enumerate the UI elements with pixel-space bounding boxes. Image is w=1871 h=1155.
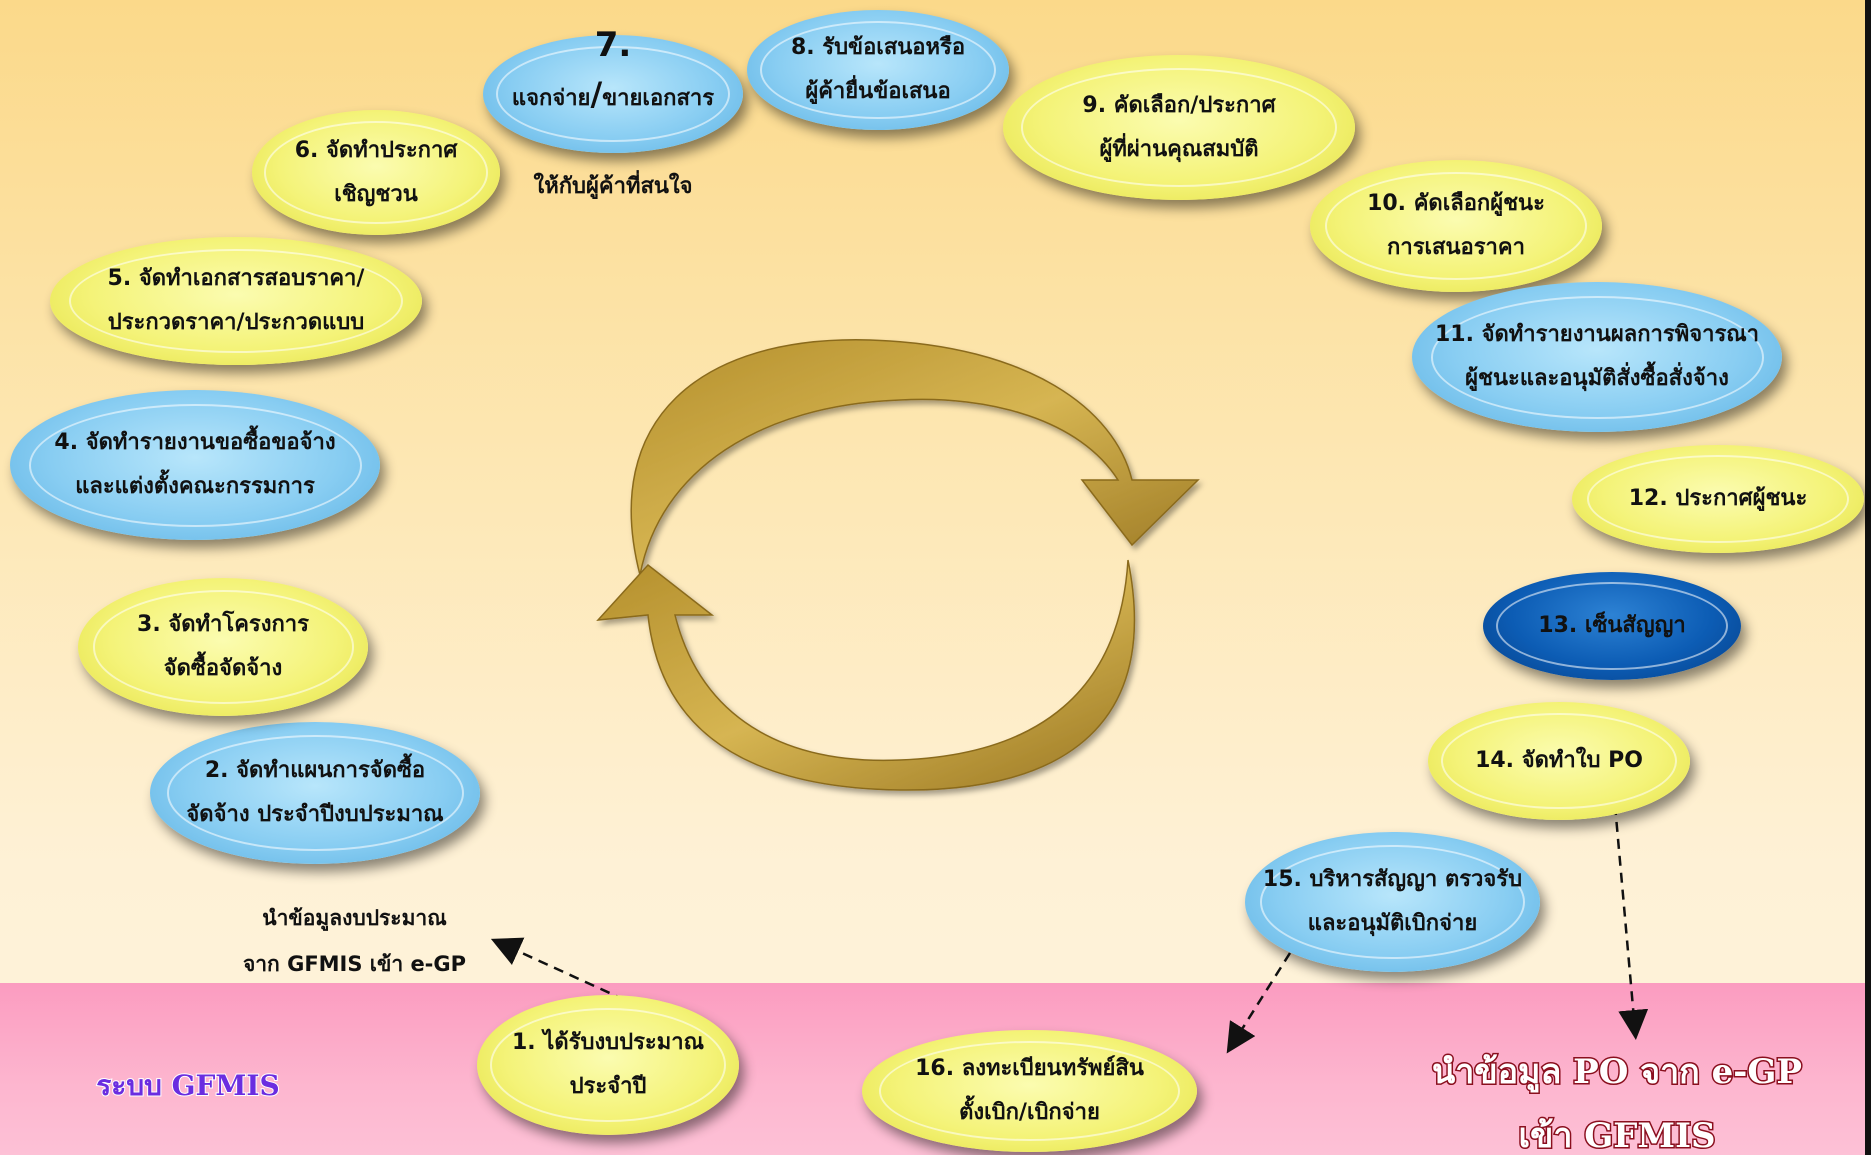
step-12-announce-winner: 12. ประกาศผู้ชนะ [1572, 445, 1864, 553]
step-5-label: 5. จัดทำเอกสารสอบราคา/ ประกวดราคา/ประกวด… [107, 266, 365, 335]
cycle-arrow-bottom [596, 559, 1136, 791]
step-1-label: 1. ได้รับงบประมาณ ประจำปี [511, 1030, 705, 1099]
arrow-step1-to-budget-note [490, 937, 626, 1002]
step-3-label: 3. จัดทำโครงการ จัดซื้อจัดจ้าง [137, 612, 309, 681]
step-4-purchase-request-report: 4. จัดทำรายงานขอซื้อขอจ้าง และแต่งตั้งคณ… [10, 390, 380, 540]
step-12-label: 12. ประกาศผู้ชนะ [1628, 486, 1808, 511]
step-16-asset-registration: 16. ลงทะเบียนทรัพย์สิน ตั้งเบิก/เบิกจ่าย [862, 1030, 1197, 1152]
step-4-label: 4. จัดทำรายงานขอซื้อขอจ้าง และแต่งตั้งคณ… [54, 430, 336, 499]
step-8-receive-proposals: 8. รับข้อเสนอหรือ ผู้ค้ายื่นข้อเสนอ [747, 10, 1009, 130]
step-8-label: 8. รับข้อเสนอหรือ ผู้ค้ายื่นข้อเสนอ [790, 35, 966, 104]
step-7-distribute-documents: 7. แจกจ่าย/ขายเอกสาร ให้กับผู้ค้าที่สนใจ [483, 25, 743, 199]
cycle-arrow-top [630, 339, 1200, 576]
step-1-receive-budget: 1. ได้รับงบประมาณ ประจำปี [477, 995, 739, 1135]
step-2-label: 2. จัดทำแผนการจัดซื้อ จัดจ้าง ประจำปีงบป… [186, 758, 444, 827]
arrow-step15-to-step16 [1226, 952, 1292, 1054]
step-14-create-po: 14. จัดทำใบ PO [1428, 702, 1690, 820]
step-6-invitation-announcement: 6. จัดทำประกาศ เชิญชวน [252, 110, 500, 235]
step-9-qualification-selection: 9. คัดเลือก/ประกาศ ผู้ที่ผ่านคุณสมบัติ [1003, 55, 1355, 200]
step-9-label: 9. คัดเลือก/ประกาศ ผู้ที่ผ่านคุณสมบัติ [1082, 92, 1276, 162]
step-13-sign-contract: 13. เซ็นสัญญา [1483, 572, 1741, 680]
step-16-label: 16. ลงทะเบียนทรัพย์สิน ตั้งเบิก/เบิกจ่าย [915, 1056, 1144, 1125]
step-15-label: 15. บริหารสัญญา ตรวจรับ และอนุมัติเบิกจ่… [1262, 867, 1523, 936]
step-2-procurement-plan: 2. จัดทำแผนการจัดซื้อ จัดจ้าง ประจำปีงบป… [150, 722, 480, 864]
step-7-text-block: 7. แจกจ่าย/ขายเอกสาร ให้กับผู้ค้าที่สนใจ [512, 0, 714, 209]
step-5-bidding-documents: 5. จัดทำเอกสารสอบราคา/ ประกวดราคา/ประกวด… [50, 237, 422, 365]
step-15-contract-management: 15. บริหารสัญญา ตรวจรับ และอนุมัติเบิกจ่… [1245, 832, 1540, 972]
step-7-slash: / [590, 75, 603, 113]
arrow-step14-to-po-export [1613, 804, 1649, 1040]
step-14-label: 14. จัดทำใบ PO [1475, 748, 1643, 773]
step-10-label: 10. คัดเลือกผู้ชนะ การเสนอราคา [1367, 191, 1545, 260]
step-7-line1a: แจกจ่าย [511, 86, 591, 111]
step-7-number: 7. [594, 25, 632, 65]
step-3-procurement-project: 3. จัดทำโครงการ จัดซื้อจัดจ้าง [78, 578, 368, 716]
step-7-line2: ให้กับผู้ค้าที่สนใจ [533, 174, 693, 199]
po-export-label: นำข้อมูล PO จาก e-GP เข้า GFMIS [1431, 1051, 1804, 1155]
step-6-label: 6. จัดทำประกาศ เชิญชวน [294, 137, 458, 207]
step-7-line1b: ขายเอกสาร [602, 86, 715, 111]
step-11-evaluation-report: 11. จัดทำรายงานผลการพิจารณา ผู้ชนะและอนุ… [1412, 282, 1782, 432]
right-edge-border [1865, 0, 1871, 1155]
gfmis-system-label: ระบบ GFMIS [95, 1068, 280, 1103]
step-11-label: 11. จัดทำรายงานผลการพิจารณา ผู้ชนะและอนุ… [1434, 322, 1760, 391]
step-13-label: 13. เซ็นสัญญา [1538, 613, 1686, 638]
budget-import-note: นำข้อมูลงบประมาณ จาก GFMIS เข้า e-GP [242, 906, 467, 976]
step-10-select-winner: 10. คัดเลือกผู้ชนะ การเสนอราคา [1310, 160, 1602, 292]
